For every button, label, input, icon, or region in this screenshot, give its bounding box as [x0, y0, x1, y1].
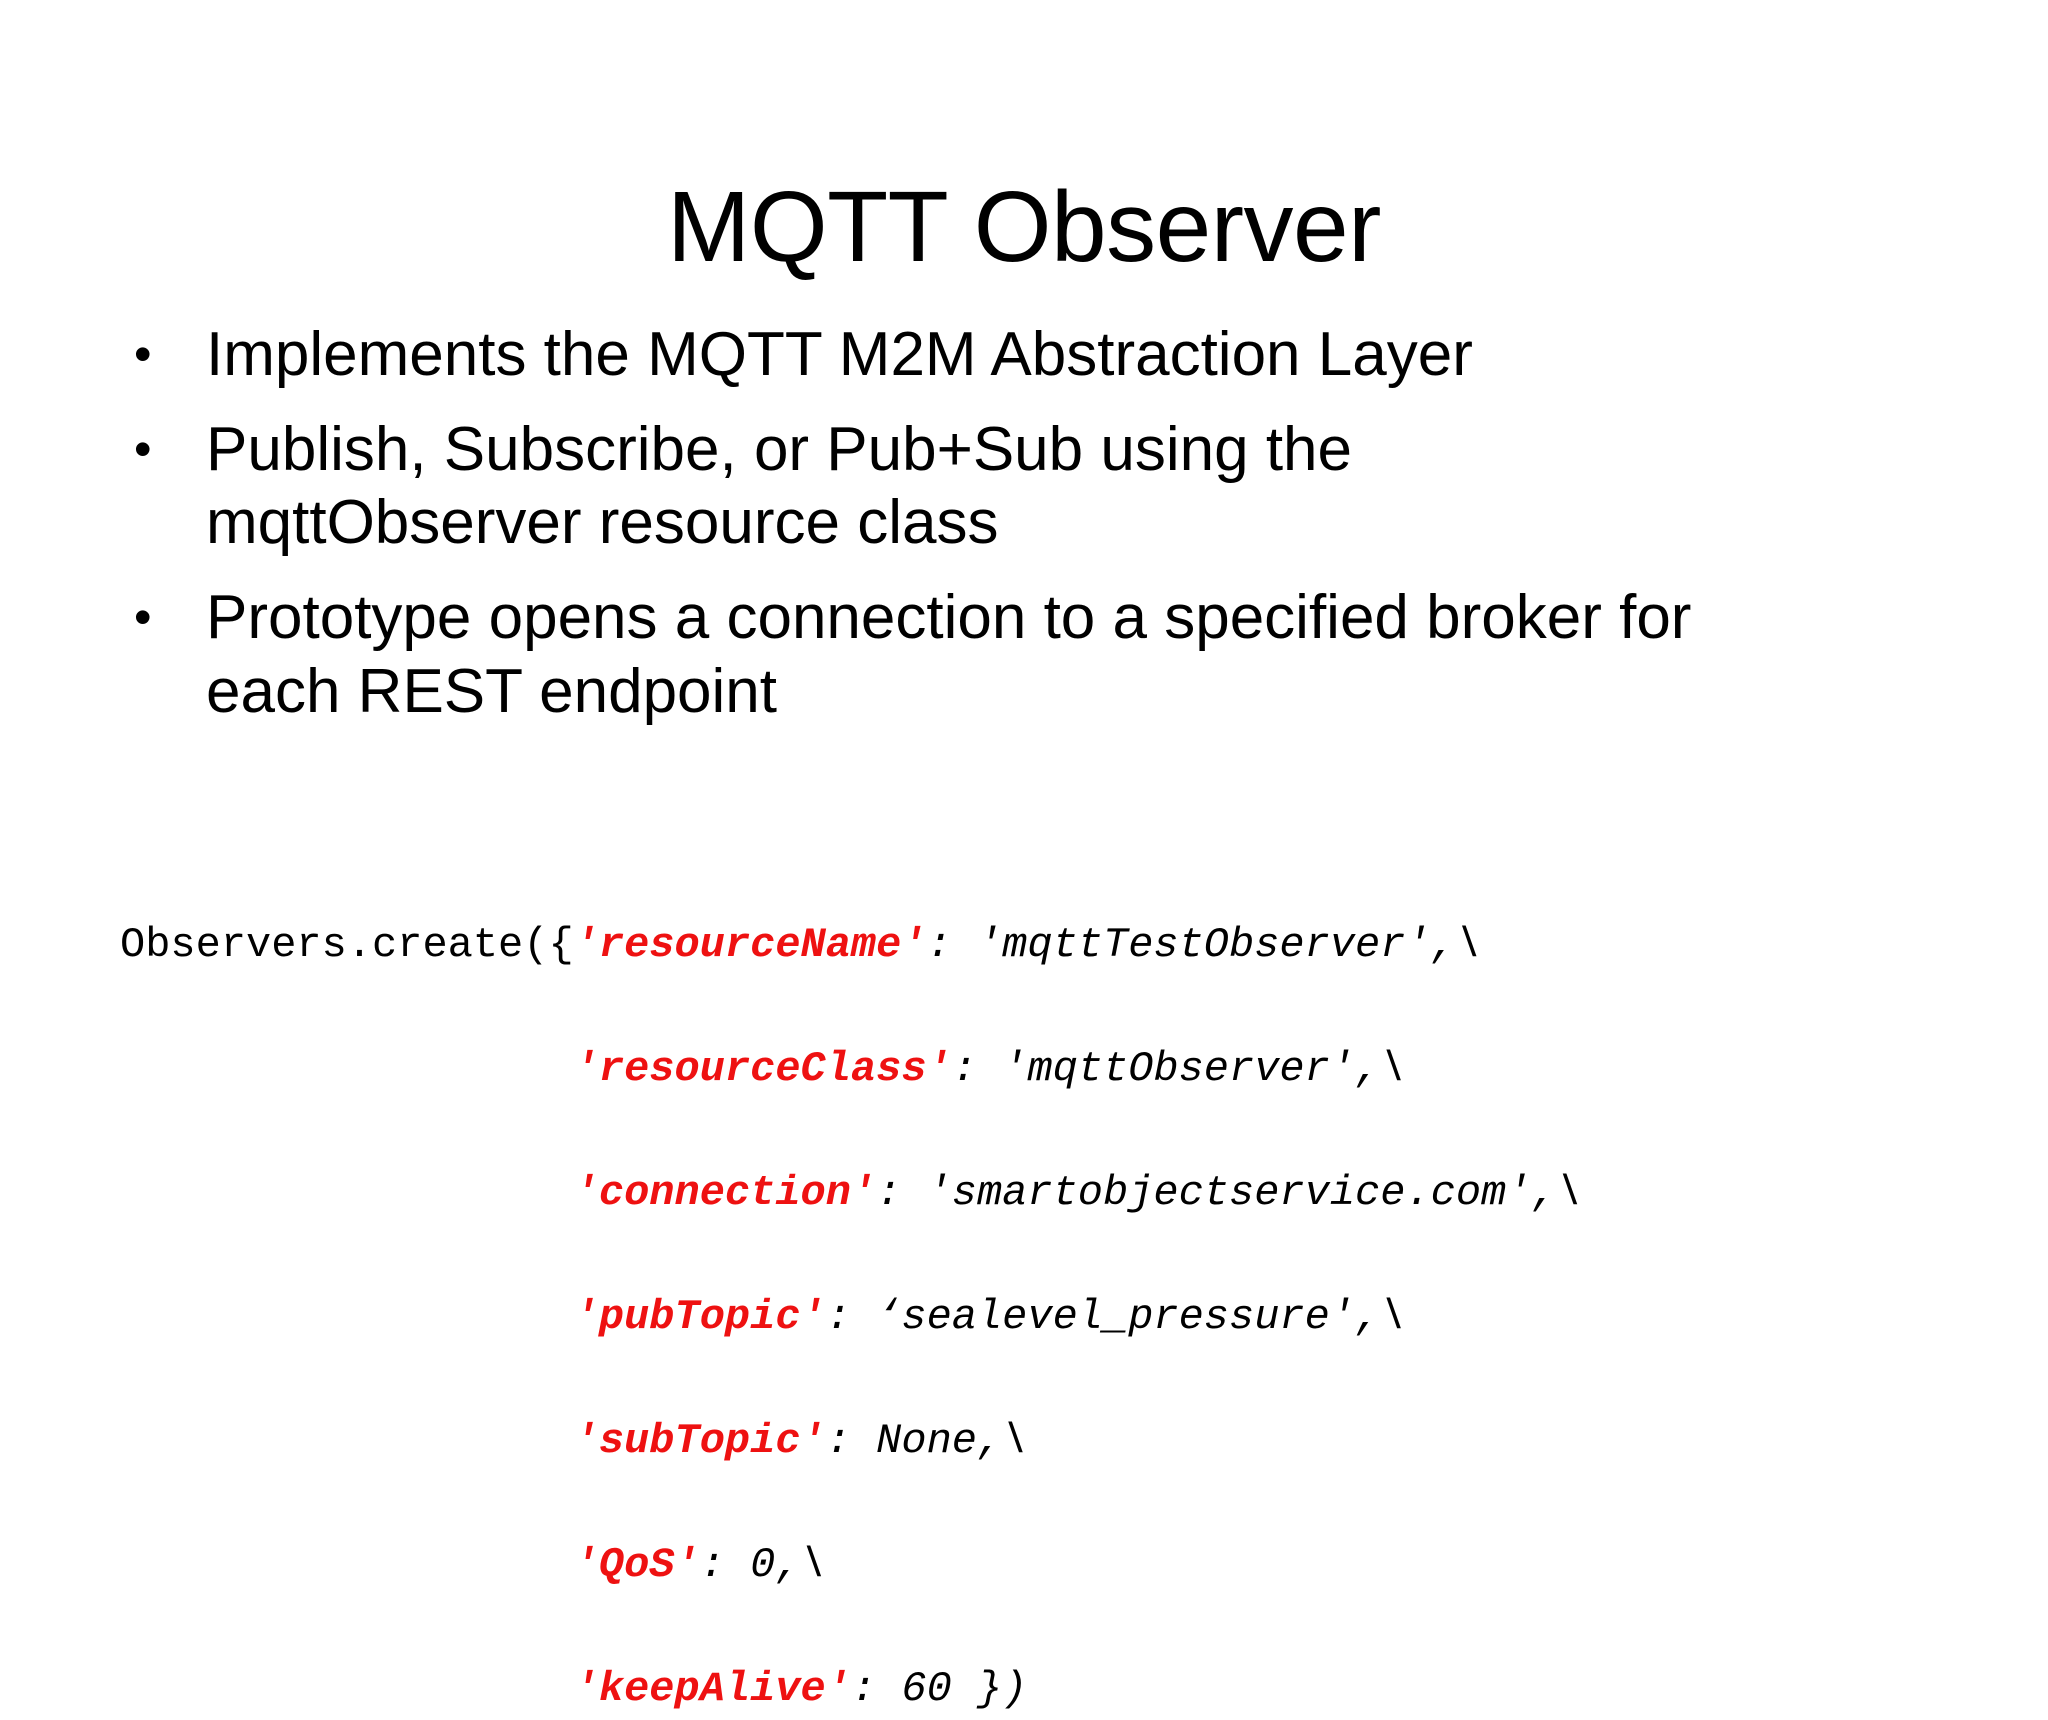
code-key: 'pubTopic' [573, 1293, 826, 1341]
code-indent [120, 1293, 574, 1341]
bullet-list: • Implements the MQTT M2M Abstraction La… [120, 318, 1940, 750]
code-separator: : [699, 1541, 751, 1589]
list-item-text: Implements the MQTT M2M Abstraction Laye… [206, 320, 1473, 389]
code-indent [120, 1417, 574, 1465]
code-key: 'resourceClass' [573, 1045, 952, 1093]
list-item: • Publish, Subscribe, or Pub+Sub using t… [120, 413, 1940, 559]
code-value: None,\ [876, 1417, 1028, 1465]
code-separator: : [876, 1169, 927, 1217]
code-value: 'mqttTestObserver',\ [976, 921, 1482, 969]
bullet-marker-icon: • [134, 589, 152, 646]
list-item-text: Publish, Subscribe, or Pub+Sub using the… [206, 415, 1353, 558]
code-line: Observers.create({'resourceName': 'mqttT… [120, 914, 1582, 976]
code-indent [120, 1045, 574, 1093]
code-separator: : [825, 1293, 877, 1341]
code-key: 'keepAlive' [573, 1665, 851, 1713]
code-value: ‘sealevel_pressure',\ [876, 1293, 1406, 1341]
code-key: 'resourceName' [573, 921, 927, 969]
code-line: 'connection': 'smartobjectservice.com',\ [120, 1162, 1582, 1224]
code-value: 'smartobjectservice.com',\ [926, 1169, 1582, 1217]
code-value: 0,\ [750, 1541, 826, 1589]
code-key: 'QoS' [573, 1541, 700, 1589]
code-indent [120, 1665, 574, 1713]
code-key: 'subTopic' [573, 1417, 826, 1465]
code-value: 'mqttObserver',\ [1002, 1045, 1406, 1093]
code-snippet: Observers.create({'resourceName': 'mqttT… [120, 914, 1582, 1720]
code-line: 'keepAlive': 60 }) [120, 1658, 1582, 1720]
list-item-text: Prototype opens a connection to a specif… [206, 583, 1692, 726]
list-item: • Implements the MQTT M2M Abstraction La… [120, 318, 1940, 391]
bullet-marker-icon: • [134, 326, 152, 382]
slide-canvas: MQTT Observer • Implements the MQTT M2M … [120, 171, 1940, 1713]
code-line: 'QoS': 0,\ [120, 1534, 1582, 1596]
code-value: 60 }) [901, 1665, 1028, 1713]
page-title: MQTT Observer [667, 171, 1381, 283]
code-separator: : [951, 1045, 1003, 1093]
code-call-prefix: Observers.create({ [120, 921, 574, 969]
code-line: 'resourceClass': 'mqttObserver',\ [120, 1038, 1582, 1100]
code-indent [120, 1169, 574, 1217]
code-line: 'subTopic': None,\ [120, 1410, 1582, 1472]
code-separator: : [850, 1665, 902, 1713]
code-separator: : [825, 1417, 877, 1465]
code-indent [120, 1541, 574, 1589]
list-item: • Prototype opens a connection to a spec… [120, 581, 1940, 727]
code-separator: : [926, 921, 977, 969]
bullet-marker-icon: • [134, 421, 152, 478]
code-line: 'pubTopic': ‘sealevel_pressure',\ [120, 1286, 1582, 1348]
code-key: 'connection' [573, 1169, 877, 1217]
